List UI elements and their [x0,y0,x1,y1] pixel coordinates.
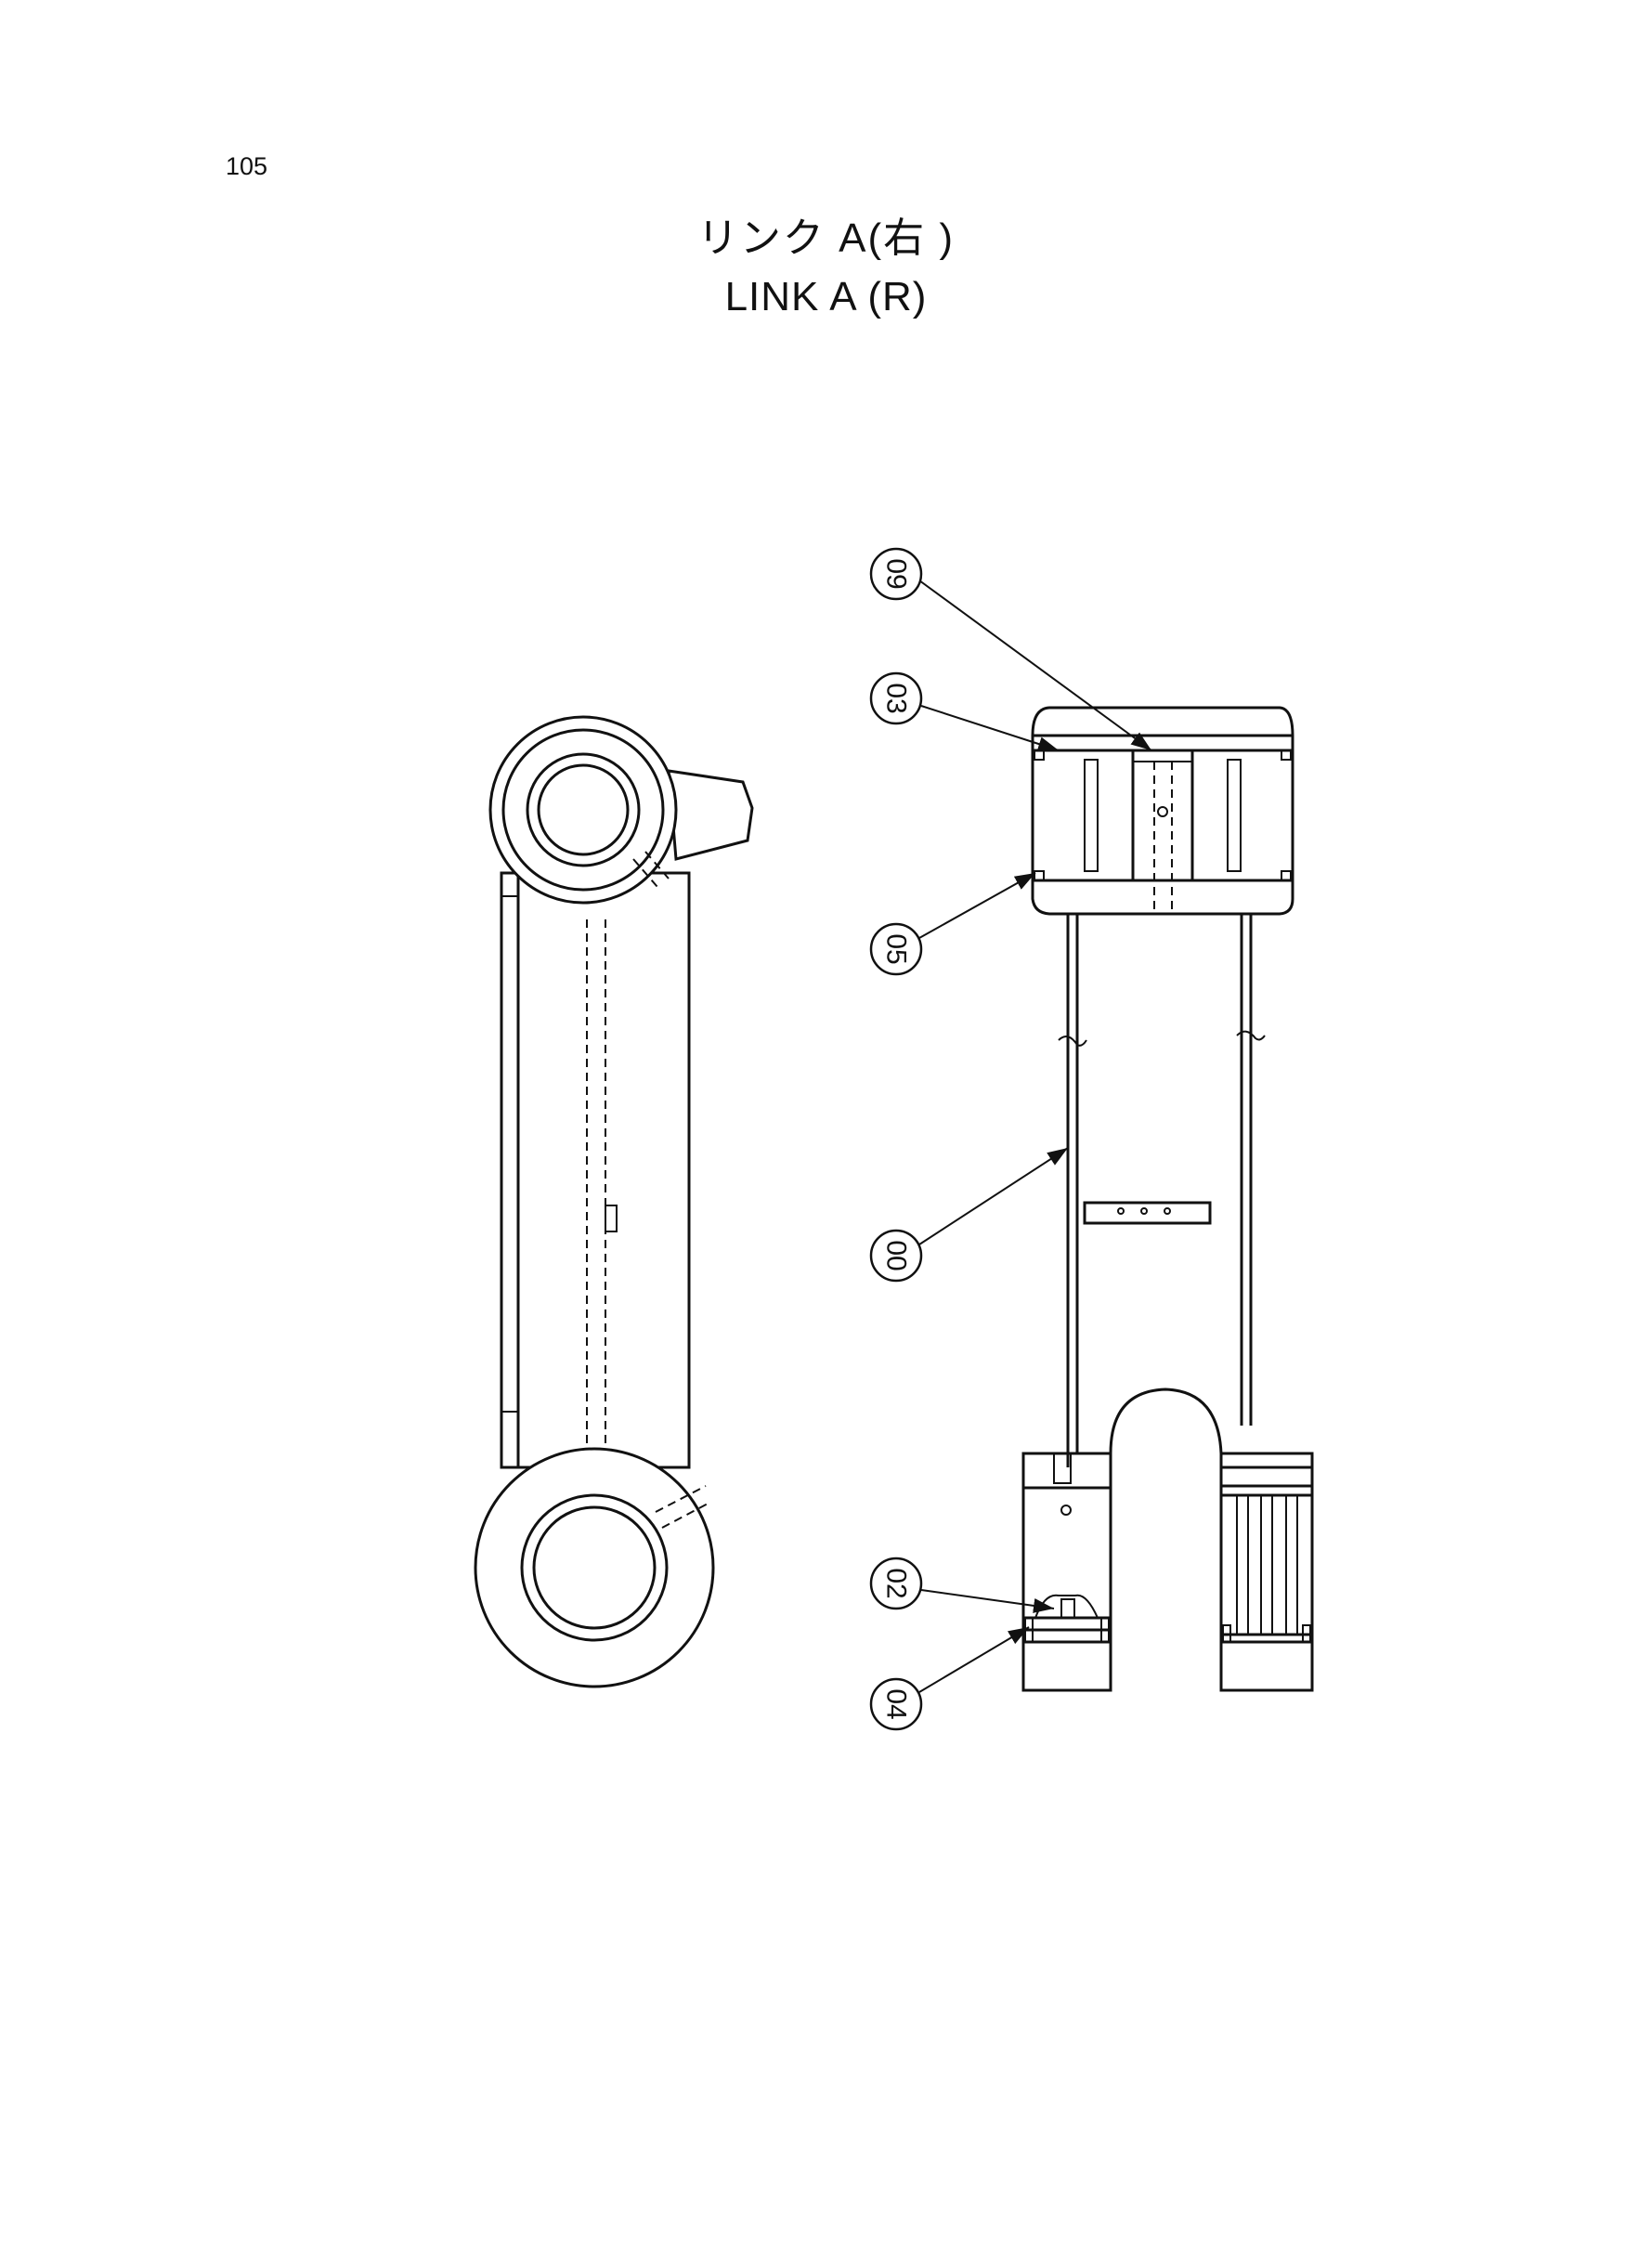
callout-04: 04 [869,1626,1030,1731]
page-number: 105 [226,152,268,180]
callout-00: 00 [869,1147,1069,1283]
callout-05: 05 [869,872,1036,976]
side-plates [1058,914,1266,1467]
link-body-left [500,871,691,1469]
callout-03: 03 [869,671,1060,751]
svg-text:09: 09 [881,558,912,589]
svg-text:02: 02 [881,1568,912,1598]
name-plate [1083,1201,1212,1225]
left-view [474,715,754,1688]
svg-text:03: 03 [881,683,912,713]
title-english: LINK A (R) [724,274,928,319]
svg-text:04: 04 [881,1688,912,1719]
lower-right-block [1219,1452,1314,1692]
lower-left-block [1021,1452,1112,1692]
bottom-arch [1109,1388,1251,1690]
boss-lug [667,769,754,861]
lower-eye [474,1447,715,1688]
callout-09: 09 [869,547,1152,751]
right-view [1021,706,1314,1692]
top-boss [1031,706,1294,916]
upper-eye [488,715,678,905]
title-japanese: リンク A(右 ) [696,215,956,261]
svg-text:00: 00 [881,1240,912,1270]
svg-text:05: 05 [881,933,912,964]
callout-02: 02 [869,1557,1055,1613]
